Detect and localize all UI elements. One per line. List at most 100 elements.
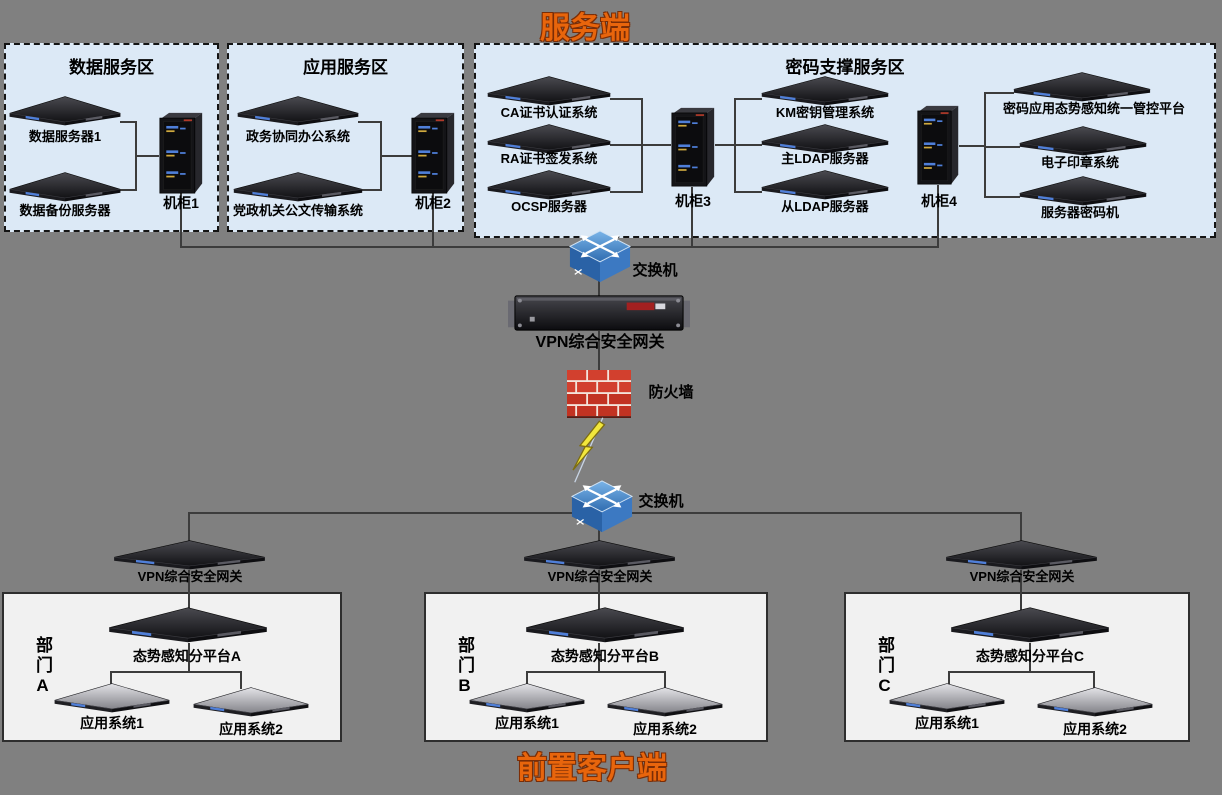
dept-a-app2-icon bbox=[192, 687, 310, 717]
gov-oa-system-icon bbox=[236, 96, 360, 126]
dept-b-app1-label: 应用系统1 bbox=[495, 715, 559, 731]
cable bbox=[610, 98, 642, 100]
doc-transfer-system-label: 党政机关公文传输系统 bbox=[232, 203, 363, 218]
cabinet-2-label: 机柜2 bbox=[415, 195, 451, 211]
crypto-support-zone-title: 密码支撑服务区 bbox=[785, 58, 905, 77]
e-seal-system-label: 电子印章系统 bbox=[1040, 155, 1119, 170]
data-service-zone-title: 数据服务区 bbox=[69, 58, 154, 77]
primary-ldap-label: 主LDAP服务器 bbox=[781, 151, 869, 166]
dept-c-app2-icon bbox=[1036, 687, 1154, 717]
dept-a-gateway-label: VPN综合安全网关 bbox=[137, 569, 243, 584]
cable bbox=[984, 92, 1014, 94]
dept-a-platform-icon bbox=[107, 607, 269, 643]
cable bbox=[641, 144, 671, 146]
km-system-label: KM密钥管理系统 bbox=[775, 105, 875, 120]
km-system-icon bbox=[760, 76, 890, 106]
cabinet-4-label: 机柜4 bbox=[921, 193, 957, 209]
cable bbox=[135, 155, 159, 157]
cable bbox=[734, 191, 762, 193]
front-client-title: 前置客户端 bbox=[517, 752, 667, 785]
firewall-label: 防火墙 bbox=[648, 384, 694, 401]
switch-bottom-icon bbox=[570, 480, 634, 534]
cable bbox=[432, 192, 434, 248]
dept-c-app1-label: 应用系统1 bbox=[915, 715, 979, 731]
cable bbox=[984, 92, 986, 198]
e-seal-system-icon bbox=[1018, 126, 1148, 156]
dept-c-platform-icon bbox=[949, 607, 1111, 643]
gov-oa-system-label: 政务协同办公系统 bbox=[245, 129, 350, 144]
dept-a-name: 部门A bbox=[33, 636, 52, 698]
cable bbox=[948, 671, 1095, 673]
cable bbox=[380, 155, 412, 157]
cable bbox=[240, 671, 242, 689]
crypto-mgmt-platform-label: 密码应用态势感知统一管控平台 bbox=[1002, 101, 1185, 116]
secondary-ldap-icon bbox=[760, 170, 890, 200]
dept-c-gateway-icon bbox=[944, 540, 1099, 570]
dept-c-gateway-label: VPN综合安全网关 bbox=[969, 569, 1075, 584]
vpn-gateway-main-icon bbox=[508, 294, 690, 332]
dept-a-gateway-icon bbox=[112, 540, 267, 570]
dept-c-app1-icon bbox=[888, 683, 1006, 713]
cable bbox=[984, 146, 1020, 148]
cable bbox=[188, 643, 190, 673]
cable bbox=[1029, 643, 1031, 673]
server-side-title: 服务端 bbox=[540, 12, 630, 45]
cable bbox=[610, 144, 642, 146]
data-server-1-label: 数据服务器1 bbox=[28, 129, 102, 144]
cable bbox=[1020, 512, 1022, 544]
cable bbox=[180, 246, 938, 248]
cable bbox=[362, 189, 382, 191]
dept-b-app2-icon bbox=[606, 687, 724, 717]
dept-b-name: 部门B bbox=[455, 636, 474, 698]
dept-b-gateway-label: VPN综合安全网关 bbox=[547, 569, 653, 584]
dept-b-platform-label: 态势感知分平台B bbox=[550, 648, 660, 664]
cable bbox=[358, 121, 382, 123]
cable bbox=[188, 570, 190, 612]
cable bbox=[948, 671, 950, 685]
primary-ldap-icon bbox=[760, 124, 890, 154]
app-service-zone-title: 应用服务区 bbox=[303, 58, 388, 77]
dept-b-gateway-icon bbox=[522, 540, 677, 570]
cable bbox=[188, 512, 190, 544]
cable bbox=[598, 331, 600, 372]
dept-a-app2-label: 应用系统2 bbox=[219, 721, 283, 737]
cable bbox=[110, 671, 112, 685]
ca-cert-system-icon bbox=[486, 76, 612, 106]
ocsp-server-icon bbox=[486, 170, 612, 200]
server-hsm-label: 服务器密码机 bbox=[1040, 205, 1119, 220]
cable bbox=[598, 570, 600, 612]
dept-c-platform-label: 态势感知分平台C bbox=[975, 648, 1085, 664]
data-backup-server-icon bbox=[8, 172, 122, 202]
data-backup-server-label: 数据备份服务器 bbox=[19, 203, 111, 218]
cable bbox=[734, 144, 762, 146]
data-server-1-icon bbox=[8, 96, 122, 126]
dept-b-platform-icon bbox=[524, 607, 686, 643]
cable bbox=[598, 643, 600, 673]
cable bbox=[526, 671, 528, 685]
firewall-icon bbox=[567, 370, 631, 418]
ca-cert-system-label: CA证书认证系统 bbox=[500, 105, 598, 120]
cable bbox=[715, 144, 736, 146]
cable bbox=[1020, 570, 1022, 612]
cable bbox=[180, 192, 182, 248]
vpn-gateway-main-label: VPN综合安全网关 bbox=[535, 334, 665, 351]
dept-b-app2-label: 应用系统2 bbox=[633, 721, 697, 737]
cabinet-4-icon bbox=[916, 105, 960, 185]
cable bbox=[526, 671, 666, 673]
crypto-mgmt-platform-icon bbox=[1012, 72, 1152, 102]
dept-a-app1-icon bbox=[53, 683, 171, 713]
ocsp-server-label: OCSP服务器 bbox=[511, 199, 587, 214]
cable bbox=[120, 121, 136, 123]
ra-cert-system-label: RA证书签发系统 bbox=[500, 151, 598, 166]
cabinet-1-icon bbox=[158, 112, 204, 194]
cabinet-3-icon bbox=[670, 107, 716, 187]
switch-bottom-label: 交换机 bbox=[638, 493, 684, 510]
cabinet-2-icon bbox=[410, 112, 456, 194]
cable bbox=[664, 671, 666, 689]
dept-b-app1-icon bbox=[468, 683, 586, 713]
cable bbox=[120, 189, 136, 191]
secondary-ldap-label: 从LDAP服务器 bbox=[781, 199, 869, 214]
cable bbox=[691, 187, 693, 248]
cable bbox=[110, 671, 242, 673]
